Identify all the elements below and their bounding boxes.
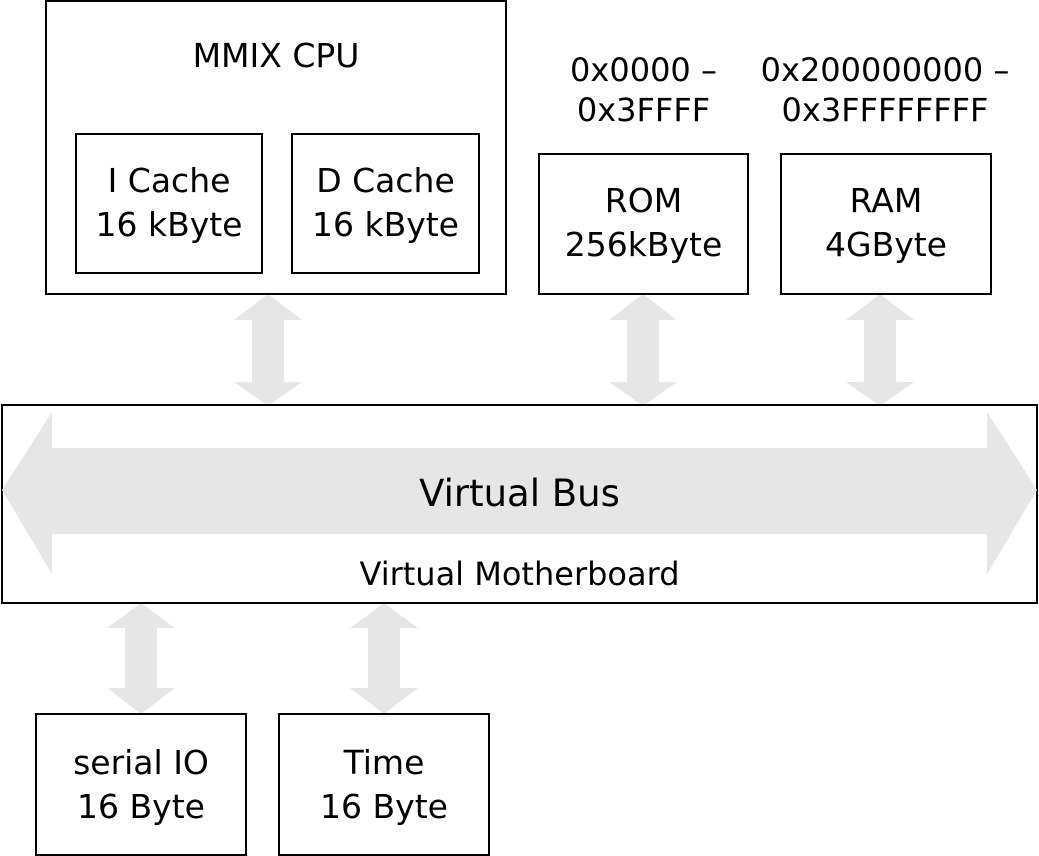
ram-name: RAM xyxy=(849,181,923,220)
rom-address-range: 0x0000 – 0x3FFFF xyxy=(538,50,749,130)
virtual-bus-arrow-overlay xyxy=(2,412,1037,574)
icache-size: 16 kByte xyxy=(95,205,243,244)
rom-label: ROM 256kByte xyxy=(540,179,747,267)
virtual-motherboard-label: Virtual Motherboard xyxy=(359,555,680,593)
dcache-label: D Cache 16 kByte xyxy=(293,159,478,247)
time-name: Time xyxy=(343,743,425,782)
icache-label: I Cache 16 kByte xyxy=(77,159,261,247)
cpu-box: MMIX CPU I Cache 16 kByte D Cache 16 kBy… xyxy=(45,0,507,295)
dcache-name: D Cache xyxy=(316,161,455,200)
serial-io-box: serial IO 16 Byte xyxy=(35,713,247,856)
time-label: Time 16 Byte xyxy=(280,741,488,829)
rom-size: 256kByte xyxy=(564,225,723,264)
serial-io-bus-arrow xyxy=(107,603,175,714)
time-size: 16 Byte xyxy=(320,787,448,826)
time-bus-arrow xyxy=(350,603,418,714)
rom-address-start: 0x0000 – xyxy=(570,51,717,89)
ram-address-start: 0x200000000 – xyxy=(760,51,1010,89)
time-box: Time 16 Byte xyxy=(278,713,490,856)
virtual-bus-label: Virtual Bus xyxy=(419,472,620,515)
icache-name: I Cache xyxy=(107,161,231,200)
serial-io-size: 16 Byte xyxy=(77,787,205,826)
cpu-bus-arrow xyxy=(234,294,302,406)
ram-label: RAM 4GByte xyxy=(782,179,990,267)
ram-address-range: 0x200000000 – 0x3FFFFFFFF xyxy=(745,50,1025,130)
ram-address-end: 0x3FFFFFFFF xyxy=(781,91,989,129)
dcache-size: 16 kByte xyxy=(311,205,459,244)
serial-io-name: serial IO xyxy=(73,743,209,782)
rom-address-end: 0x3FFFF xyxy=(576,91,711,129)
serial-io-label: serial IO 16 Byte xyxy=(37,741,245,829)
rom-name: ROM xyxy=(604,181,683,220)
icache-box: I Cache 16 kByte xyxy=(75,133,263,274)
motherboard-box xyxy=(1,404,1038,604)
ram-size: 4GByte xyxy=(825,225,947,264)
rom-box: ROM 256kByte xyxy=(538,153,749,295)
ram-box: RAM 4GByte xyxy=(780,153,992,295)
dcache-box: D Cache 16 kByte xyxy=(291,133,480,274)
cpu-title: MMIX CPU xyxy=(192,36,360,75)
ram-bus-arrow xyxy=(846,294,914,406)
rom-bus-arrow xyxy=(609,294,677,406)
